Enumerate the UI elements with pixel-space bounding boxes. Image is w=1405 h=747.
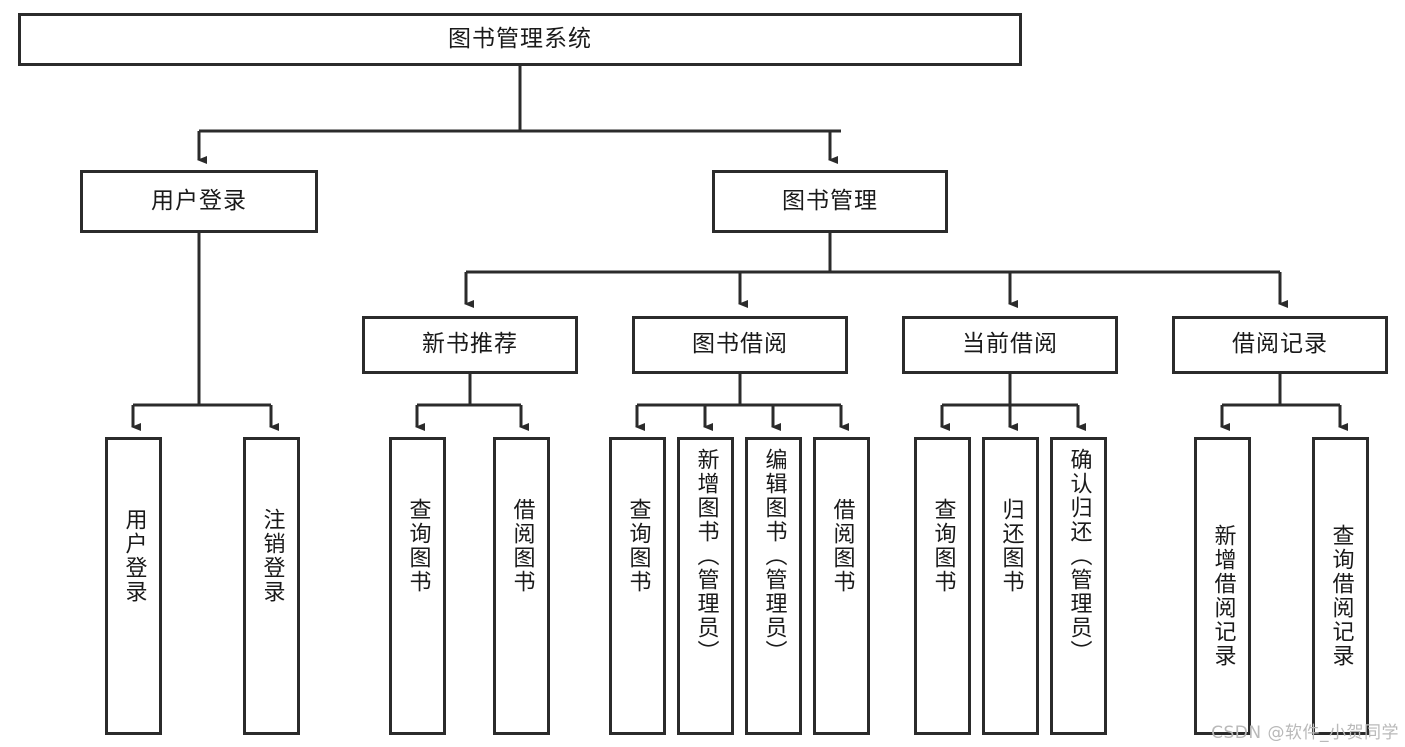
node-current-borrow[interactable]: 当前借阅 xyxy=(902,316,1118,374)
watermark: CSDN @软件_小贺同学 xyxy=(1211,723,1399,743)
node-root-label: 图书管理系统 xyxy=(448,25,592,52)
node-current-borrow-label: 当前借阅 xyxy=(962,331,1058,358)
node-book-borrow-label: 图书借阅 xyxy=(692,331,788,358)
node-new-book-recommend[interactable]: 新书推荐 xyxy=(362,316,578,374)
leaf-borrow-book-recommend[interactable]: 借阅图书 xyxy=(493,437,550,735)
leaf-query-borrow-record-label: 查询借阅记录 xyxy=(1328,524,1354,668)
node-borrow-record[interactable]: 借阅记录 xyxy=(1172,316,1388,374)
leaf-return-book[interactable]: 归还图书 xyxy=(982,437,1039,735)
node-borrow-record-label: 借阅记录 xyxy=(1232,331,1328,358)
leaf-user-login[interactable]: 用户登录 xyxy=(105,437,162,735)
leaf-query-book-current[interactable]: 查询图书 xyxy=(914,437,971,735)
leaf-logout[interactable]: 注销登录 xyxy=(243,437,300,735)
leaf-query-book-recommend[interactable]: 查询图书 xyxy=(389,437,446,735)
leaf-add-borrow-record-label: 新增借阅记录 xyxy=(1210,524,1236,668)
leaf-borrow-book-label: 借阅图书 xyxy=(829,498,855,594)
leaf-confirm-return-admin[interactable]: 确认归还（管理员） xyxy=(1050,437,1107,735)
node-book-borrow[interactable]: 图书借阅 xyxy=(632,316,848,374)
leaf-edit-book-admin[interactable]: 编辑图书（管理员） xyxy=(745,437,802,735)
leaf-query-book-borrow[interactable]: 查询图书 xyxy=(609,437,666,735)
leaf-logout-label: 注销登录 xyxy=(259,508,285,604)
leaf-add-book-admin[interactable]: 新增图书（管理员） xyxy=(677,437,734,735)
leaf-add-borrow-record[interactable]: 新增借阅记录 xyxy=(1194,437,1251,735)
node-new-book-recommend-label: 新书推荐 xyxy=(422,331,518,358)
node-user-login[interactable]: 用户登录 xyxy=(80,170,318,233)
leaf-user-login-label: 用户登录 xyxy=(121,508,147,604)
node-root[interactable]: 图书管理系统 xyxy=(18,13,1022,66)
leaf-borrow-book[interactable]: 借阅图书 xyxy=(813,437,870,735)
leaf-edit-book-admin-label: 编辑图书（管理员） xyxy=(761,448,787,664)
leaf-query-borrow-record[interactable]: 查询借阅记录 xyxy=(1312,437,1369,735)
node-book-management[interactable]: 图书管理 xyxy=(712,170,948,233)
leaf-query-book-current-label: 查询图书 xyxy=(930,498,956,594)
leaf-confirm-return-admin-label: 确认归还（管理员） xyxy=(1066,448,1092,664)
leaf-borrow-book-recommend-label: 借阅图书 xyxy=(509,498,535,594)
leaf-query-book-borrow-label: 查询图书 xyxy=(625,498,651,594)
leaf-return-book-label: 归还图书 xyxy=(998,498,1024,594)
leaf-add-book-admin-label: 新增图书（管理员） xyxy=(693,448,719,664)
node-book-management-label: 图书管理 xyxy=(782,187,878,214)
leaf-query-book-recommend-label: 查询图书 xyxy=(405,498,431,594)
node-user-login-label: 用户登录 xyxy=(151,187,247,214)
